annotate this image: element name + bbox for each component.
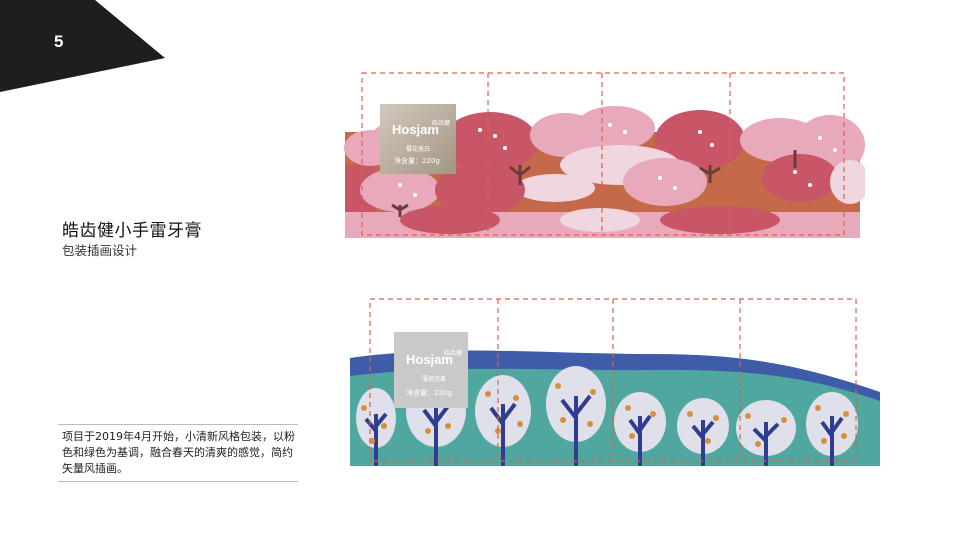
brand-logo: Hosjam <box>392 122 439 137</box>
package-illustration-top: 皓齿健 Hosjam 樱花美白 净含量：220g <box>340 70 865 242</box>
page-title: 皓齿健小手雷牙膏 <box>62 221 202 241</box>
description-text: 项目于2019年4月开始，小清新风格包装，以粉色和绿色为基调，融合春天的清爽的感… <box>62 430 295 475</box>
package-card-top: 皓齿健 Hosjam 樱花美白 净含量：220g <box>380 104 456 174</box>
brand-small-label: 皓齿健 <box>443 350 462 357</box>
package-illustration-bottom: 皓齿健 Hosjam 薄荷花果 净含量：220g <box>348 296 883 468</box>
tree-group <box>356 366 858 466</box>
brand-logo: Hosjam <box>406 352 453 367</box>
description-box: 项目于2019年4月开始，小清新风格包装，以粉色和绿色为基调，融合春天的清爽的感… <box>58 424 298 482</box>
corner-shape <box>0 0 165 92</box>
package-card-bottom: 皓齿健 Hosjam 薄荷花果 净含量：220g <box>394 332 468 408</box>
net-weight-label: 净含量：220g <box>394 157 440 165</box>
page-subtitle: 包装插画设计 <box>62 243 138 258</box>
flavor-label: 樱花美白 <box>406 146 431 153</box>
brand-small-label: 皓齿健 <box>431 120 450 127</box>
page-number: 5 <box>54 32 64 51</box>
flavor-label: 薄荷花果 <box>422 376 447 383</box>
net-weight-label: 净含量：220g <box>406 389 452 397</box>
